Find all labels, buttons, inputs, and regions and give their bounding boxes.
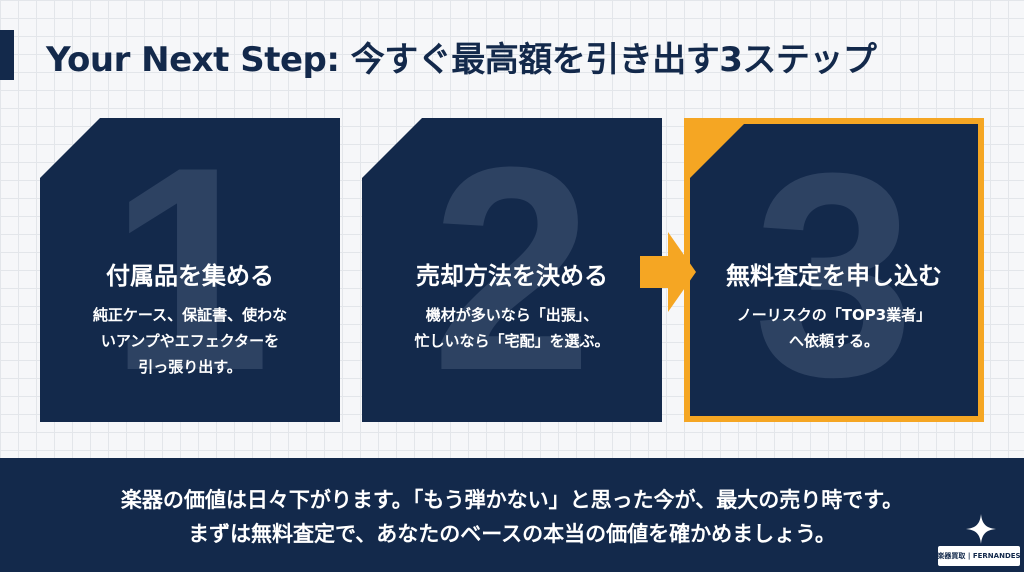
step-card-1: 1 付属品を集める 純正ケース、保証書、使わな いアンプやエフェクターを 引っ張… (40, 118, 340, 422)
step-number-2: 2 (431, 118, 593, 422)
step-number-1: 1 (109, 118, 271, 422)
step-desc-3: ノーリスクの「TOP3業者」 へ依頼する。 (690, 302, 978, 354)
step-card-3-highlight: 3 無料査定を申し込む ノーリスクの「TOP3業者」 へ依頼する。 (684, 118, 984, 422)
step-card-2: 2 売却方法を決める 機材が多いなら「出張」、 忙しいなら「宅配」を選ぶ。 (362, 118, 662, 422)
step-desc-1-line-1: 純正ケース、保証書、使わな (92, 306, 288, 324)
step-desc-1-line-3: 引っ張り出す。 (138, 358, 242, 376)
banner-line-2: まずは無料査定で、あなたのベースの本当の価値を確かめましょう。 (188, 522, 836, 546)
brand-logo: 楽器買取 | FERNANDES (937, 546, 1021, 566)
title-accent-bar (0, 30, 14, 80)
step-desc-2-line-1: 機材が多いなら「出張」、 (425, 306, 599, 324)
step-title-2: 売却方法を決める (416, 262, 608, 290)
step-desc-1-line-2: いアンプやエフェクターを (100, 332, 280, 350)
sparkle-icon (966, 514, 996, 544)
page-title: Your Next Step: 今すぐ最高額を引き出す3ステップ (46, 40, 877, 80)
step-title-1: 付属品を集める (106, 262, 274, 290)
bottom-banner: 楽器の価値は日々下がります。「もう弾かない」と思った今が、最大の売り時です。 ま… (0, 458, 1024, 572)
step-desc-2: 機材が多いなら「出張」、 忙しいなら「宅配」を選ぶ。 (362, 302, 662, 354)
step-card-3: 3 無料査定を申し込む ノーリスクの「TOP3業者」 へ依頼する。 (690, 124, 978, 416)
banner-line-1: 楽器の価値は日々下がります。「もう弾かない」と思った今が、最大の売り時です。 (120, 488, 904, 512)
step-desc-2-line-2: 忙しいなら「宅配」を選ぶ。 (414, 332, 610, 350)
arrow-right-icon (640, 232, 696, 312)
step-title-3: 無料査定を申し込む (726, 262, 942, 290)
step-number-3: 3 (753, 124, 915, 416)
step-desc-3-line-1: ノーリスクの「TOP3業者」 (736, 306, 932, 324)
step-desc-3-line-2: へ依頼する。 (788, 332, 879, 350)
step-desc-1: 純正ケース、保証書、使わな いアンプやエフェクターを 引っ張り出す。 (40, 302, 340, 380)
